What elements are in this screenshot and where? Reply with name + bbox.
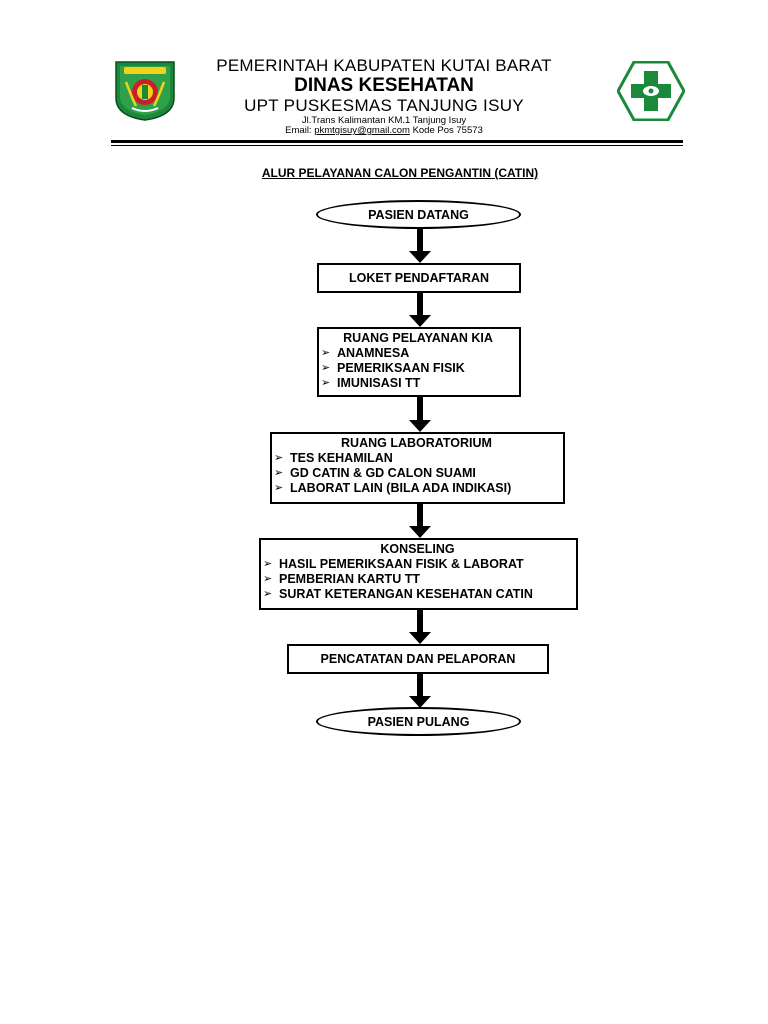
step-registration-box: LOKET PENDAFTARAN bbox=[317, 263, 521, 293]
email-label: Email: bbox=[285, 125, 312, 136]
step-lab-item: ➢GD CATIN & GD CALON SUAMI bbox=[274, 466, 476, 480]
step-lab-item: ➢LABORAT LAIN (BILA ADA INDIKASI) bbox=[274, 481, 512, 495]
bullet-arrow-icon: ➢ bbox=[274, 482, 284, 494]
step-kia-item: ➢IMUNISASI TT bbox=[321, 376, 421, 390]
flow-arrow-6 bbox=[409, 674, 431, 708]
flow-arrow-1 bbox=[409, 229, 431, 263]
kutai-barat-regency-emblem-icon bbox=[115, 61, 175, 121]
step-kia-heading: RUANG PELAYANAN KIA bbox=[343, 331, 493, 345]
bullet-arrow-icon: ➢ bbox=[321, 362, 331, 374]
step-recording-label: PENCATATAN DAN PELAPORAN bbox=[320, 651, 516, 666]
bullet-arrow-icon: ➢ bbox=[263, 573, 273, 585]
flow-arrow-2 bbox=[409, 293, 431, 327]
header-divider-thick bbox=[111, 140, 683, 143]
step-lab-item: ➢TES KEHAMILAN bbox=[274, 451, 393, 465]
flow-end-oval: PASIEN PULANG bbox=[316, 707, 521, 736]
address-line: Jl.Trans Kalimantan KM.1 Tanjung Isuy bbox=[301, 115, 467, 126]
postal-code: Kode Pos 75573 bbox=[412, 125, 483, 136]
header-divider-thin bbox=[111, 145, 683, 146]
flow-arrow-3 bbox=[409, 397, 431, 432]
step-kia-box: RUANG PELAYANAN KIA ➢ANAMNESA ➢PEMERIKSA… bbox=[317, 327, 521, 397]
flow-arrow-5 bbox=[409, 610, 431, 644]
flow-end-label: PASIEN PULANG bbox=[367, 714, 470, 729]
step-counseling-item: ➢PEMBERIAN KARTU TT bbox=[263, 572, 420, 586]
step-recording-box: PENCATATAN DAN PELAPORAN bbox=[287, 644, 549, 674]
flow-start-label: PASIEN DATANG bbox=[368, 207, 469, 222]
flow-start-oval: PASIEN DATANG bbox=[316, 200, 521, 229]
step-lab-box: RUANG LABORATORIUM ➢TES KEHAMILAN ➢GD CA… bbox=[270, 432, 565, 504]
step-counseling-item: ➢SURAT KETERANGAN KESEHATAN CATIN bbox=[263, 587, 533, 601]
step-counseling-box: KONSELING ➢HASIL PEMERIKSAAN FISIK & LAB… bbox=[259, 538, 578, 610]
bullet-arrow-icon: ➢ bbox=[263, 558, 273, 570]
agency-name: DINAS KESEHATAN bbox=[294, 75, 474, 96]
email-link[interactable]: pkmtgisuy@gmail.com bbox=[314, 125, 410, 136]
flow-arrow-4 bbox=[409, 504, 431, 538]
step-registration-label: LOKET PENDAFTARAN bbox=[348, 270, 490, 285]
step-counseling-item: ➢HASIL PEMERIKSAAN FISIK & LABORAT bbox=[263, 557, 524, 571]
contact-line: Email: pkmtgisuy@gmail.com Kode Pos 7557… bbox=[0, 125, 768, 136]
step-counseling-heading: KONSELING bbox=[380, 542, 455, 556]
bullet-arrow-icon: ➢ bbox=[321, 347, 331, 359]
puskesmas-green-cross-icon bbox=[617, 61, 685, 121]
bullet-arrow-icon: ➢ bbox=[321, 377, 331, 389]
bullet-arrow-icon: ➢ bbox=[274, 467, 284, 479]
step-kia-item: ➢PEMERIKSAAN FISIK bbox=[321, 361, 465, 375]
bullet-arrow-icon: ➢ bbox=[274, 452, 284, 464]
government-name: PEMERINTAH KABUPATEN KUTAI BARAT bbox=[216, 56, 552, 75]
step-kia-item: ➢ANAMNESA bbox=[321, 346, 410, 360]
document-title: ALUR PELAYANAN CALON PENGANTIN (CATIN) bbox=[261, 166, 539, 180]
unit-name: UPT PUSKESMAS TANJUNG ISUY bbox=[244, 96, 524, 115]
bullet-arrow-icon: ➢ bbox=[263, 588, 273, 600]
step-lab-heading: RUANG LABORATORIUM bbox=[341, 436, 492, 450]
